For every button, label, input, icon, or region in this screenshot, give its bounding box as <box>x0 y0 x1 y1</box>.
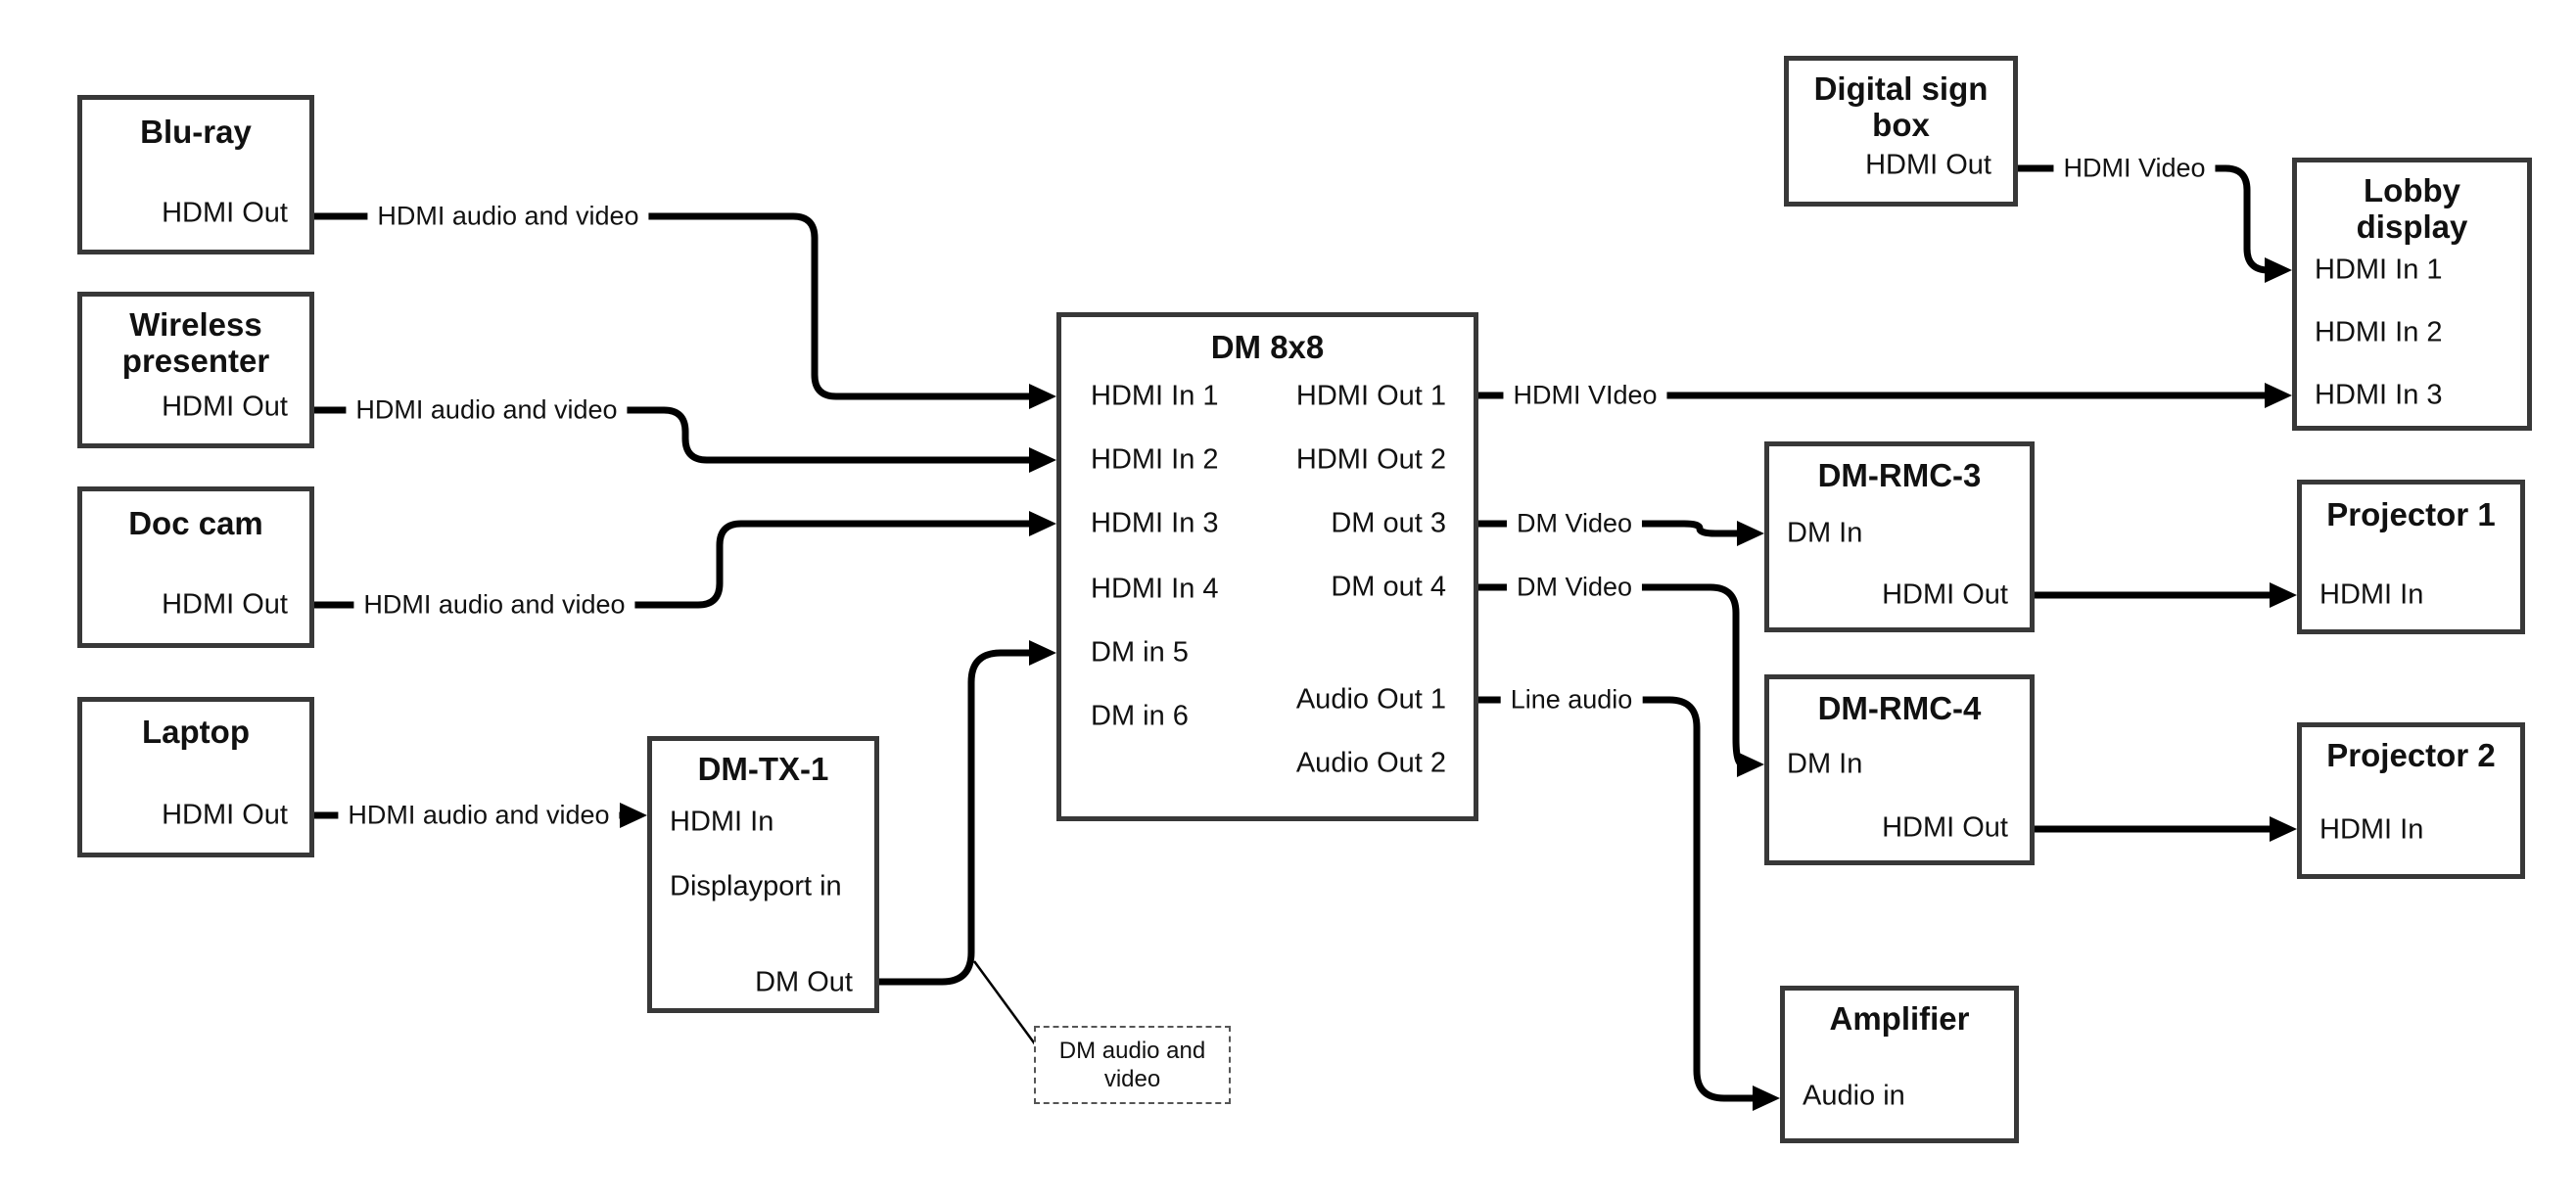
wire-label-dm-video-out4: DM Video <box>1506 571 1643 604</box>
node-dm-tx-1-title: DM-TX-1 <box>697 751 829 787</box>
node-dm-8x8-port-audio-out-1: Audio Out 1 <box>1295 683 1446 716</box>
node-projector-1: Projector 1 HDMI In <box>2297 480 2525 634</box>
node-amplifier: Amplifier Audio in <box>1780 986 2019 1143</box>
wire-label-laptop: HDMI audio and video <box>338 799 620 832</box>
arrowhead-dm8x8-in2 <box>1029 447 1056 473</box>
node-projector-1-port-hdmi-in: HDMI In <box>2319 578 2424 611</box>
node-dm-tx-1-port-dm-out: DM Out <box>755 966 853 998</box>
wire-label-digital-sign-hdmi-video: HDMI Video <box>2053 152 2216 185</box>
node-projector-2-title: Projector 2 <box>2326 737 2496 773</box>
arrowhead-dm8x8-in5 <box>1029 640 1056 666</box>
node-laptop-title: Laptop <box>142 714 250 750</box>
node-dm-8x8-port-hdmi-out-2: HDMI Out 2 <box>1295 443 1446 476</box>
arrowhead-rmc4-dm-in <box>1737 752 1764 777</box>
node-projector-2: Projector 2 HDMI In <box>2297 722 2525 879</box>
node-wireless-presenter-port-hdmi-out: HDMI Out <box>162 391 288 423</box>
wire-wireless-to-dm8x8-in2 <box>314 406 1041 464</box>
node-laptop: Laptop HDMI Out <box>77 697 314 857</box>
wire-label-line-audio: Line audio <box>1500 683 1643 716</box>
node-wireless-presenter: Wireless presenter HDMI Out <box>77 292 314 448</box>
arrowhead-dm8x8-in1 <box>1029 384 1056 409</box>
node-dm-tx-1-port-hdmi-in: HDMI In <box>670 806 774 838</box>
node-projector-2-port-hdmi-in: HDMI In <box>2319 813 2424 846</box>
node-dm-rmc-4-port-dm-in: DM In <box>1787 748 1863 780</box>
arrowhead-projector1-hdmi-in <box>2270 582 2297 608</box>
node-doc-cam-title: Doc cam <box>128 505 263 541</box>
arrowhead-dm8x8-in3 <box>1029 511 1056 536</box>
node-projector-1-title: Projector 1 <box>2326 496 2496 532</box>
node-dm-rmc-3-title: DM-RMC-3 <box>1817 457 1982 493</box>
wire-digitalsign-to-lobby-in1 <box>2018 164 2276 274</box>
node-bluray-port-hdmi-out: HDMI Out <box>162 197 288 229</box>
node-dm-8x8-port-hdmi-in-3: HDMI In 3 <box>1091 507 1219 539</box>
node-doc-cam-port-hdmi-out: HDMI Out <box>162 588 288 621</box>
wire-label-dm-video-out3: DM Video <box>1506 507 1643 540</box>
node-lobby-display-port-hdmi-in-1: HDMI In 1 <box>2315 254 2443 286</box>
node-bluray: Blu-ray HDMI Out <box>77 95 314 254</box>
node-digital-sign-box-port-hdmi-out: HDMI Out <box>1865 149 1991 181</box>
node-digital-sign-box-title: Digital sign box <box>1813 70 1989 143</box>
node-dm-8x8-port-hdmi-in-4: HDMI In 4 <box>1091 573 1219 605</box>
wire-label-bluray: HDMI audio and video <box>367 200 649 233</box>
arrowhead-lobby-in3 <box>2265 383 2292 408</box>
wire-label-hdmi-video-out1: HDMI VIdeo <box>1503 379 1667 412</box>
node-lobby-display: Lobby display HDMI In 1 HDMI In 2 HDMI I… <box>2292 158 2532 431</box>
node-dm-8x8-port-dm-in-5: DM in 5 <box>1091 636 1189 669</box>
node-doc-cam: Doc cam HDMI Out <box>77 486 314 648</box>
node-lobby-display-port-hdmi-in-3: HDMI In 3 <box>2315 379 2443 411</box>
wire-audioout1-to-amplifier <box>1478 696 1764 1102</box>
node-dm-tx-1: DM-TX-1 HDMI In Displayport in DM Out <box>647 736 879 1013</box>
arrowhead-projector2-hdmi-in <box>2270 816 2297 842</box>
node-lobby-display-title: Lobby display <box>2356 172 2468 245</box>
node-dm-rmc-3-port-dm-in: DM In <box>1787 517 1863 549</box>
wire-dmtx1-to-dm8x8-in5 <box>879 649 1041 986</box>
node-dm-8x8-port-dm-in-6: DM in 6 <box>1091 700 1189 732</box>
node-dm-rmc-3-port-hdmi-out: HDMI Out <box>1882 578 2008 611</box>
node-lobby-display-port-hdmi-in-2: HDMI In 2 <box>2315 316 2443 348</box>
node-dm-8x8-port-dm-out-4: DM out 4 <box>1331 571 1446 603</box>
arrowhead-amplifier-audio-in <box>1753 1086 1780 1111</box>
node-dm-8x8: DM 8x8 HDMI In 1 HDMI In 2 HDMI In 3 HDM… <box>1056 312 1478 821</box>
node-dm-8x8-port-audio-out-2: Audio Out 2 <box>1295 747 1446 779</box>
node-amplifier-port-audio-in: Audio in <box>1803 1080 1905 1112</box>
arrowhead-rmc3-dm-in <box>1737 521 1764 546</box>
node-dm-8x8-port-hdmi-in-1: HDMI In 1 <box>1091 380 1219 412</box>
node-dm-8x8-port-dm-out-3: DM out 3 <box>1331 507 1446 539</box>
node-dm-rmc-4-port-hdmi-out: HDMI Out <box>1882 811 2008 844</box>
node-bluray-title: Blu-ray <box>140 114 252 150</box>
node-dm-rmc-4: DM-RMC-4 DM In HDMI Out <box>1764 674 2035 865</box>
node-wireless-presenter-title: Wireless presenter <box>121 306 270 379</box>
wire-bluray-to-dm8x8-in1 <box>314 212 1041 400</box>
wire-doccam-to-dm8x8-in3 <box>314 520 1041 609</box>
node-dm-rmc-3: DM-RMC-3 DM In HDMI Out <box>1764 441 2035 632</box>
node-dm-rmc-4-title: DM-RMC-4 <box>1817 690 1982 726</box>
node-dm-8x8-port-hdmi-in-2: HDMI In 2 <box>1091 443 1219 476</box>
callout-leader-line <box>972 960 1038 1046</box>
node-digital-sign-box: Digital sign box HDMI Out <box>1784 56 2018 207</box>
node-amplifier-title: Amplifier <box>1829 1000 1970 1037</box>
wire-dmout3-to-rmc3 <box>1478 520 1745 537</box>
arrowhead-dmtx1-hdmi-in <box>620 803 647 828</box>
callout-dm-audio-and-video: DM audio and video <box>1034 1026 1231 1104</box>
node-dm-8x8-port-hdmi-out-1: HDMI Out 1 <box>1295 380 1446 412</box>
node-laptop-port-hdmi-out: HDMI Out <box>162 799 288 831</box>
wire-label-doccam: HDMI audio and video <box>353 588 635 622</box>
node-dm-tx-1-port-displayport-in: Displayport in <box>670 870 842 902</box>
node-dm-8x8-title: DM 8x8 <box>1210 329 1325 365</box>
arrowhead-lobby-in1 <box>2265 257 2292 283</box>
wire-label-wireless: HDMI audio and video <box>346 393 628 427</box>
wire-dmout4-to-rmc4 <box>1478 583 1744 768</box>
